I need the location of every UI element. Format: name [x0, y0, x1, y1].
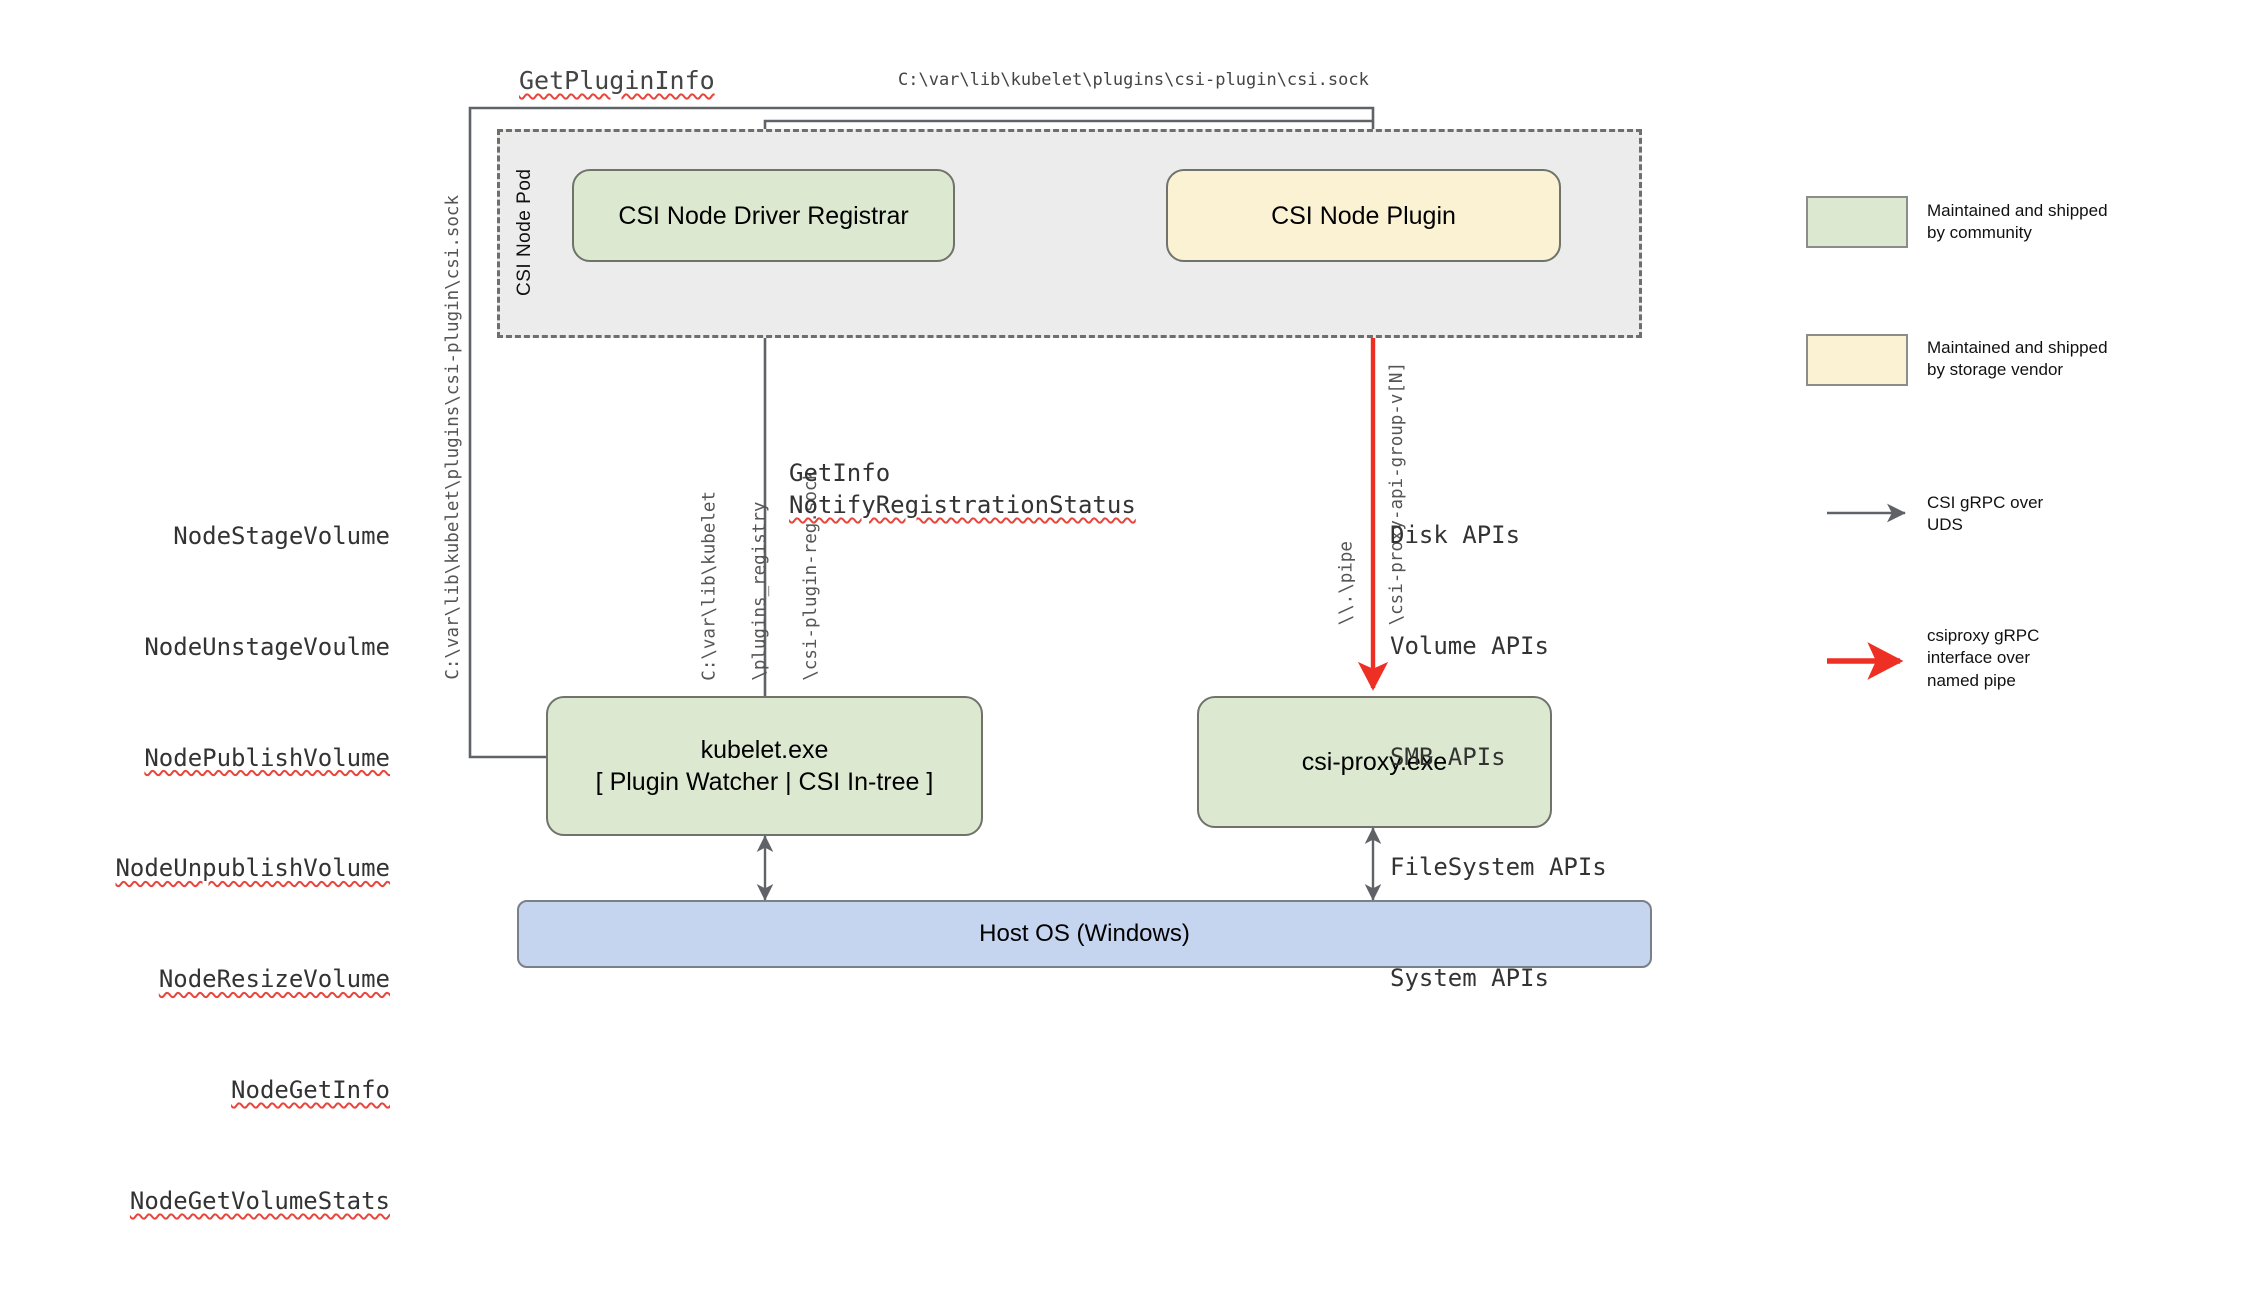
legend-label-csiproxy-named-pipe: csiproxy gRPC interface over named pipe	[1927, 625, 2187, 692]
legend-line-3: named pipe	[1927, 670, 2016, 690]
legend-line-1: Maintained and shipped	[1927, 338, 2108, 357]
node-csi-node-plugin[interactable]: CSI Node Plugin	[1166, 169, 1561, 262]
csi-node-pod-label: CSI Node Pod	[514, 168, 535, 296]
registry-sock-line-2: \plugins_registry	[750, 501, 771, 681]
rpc-label: NodeGetInfo	[231, 1076, 390, 1105]
diagram-canvas: CSI Node Pod CSI Node Driver Registrar C…	[115, 66, 2187, 1215]
kubelet-line-2: [ Plugin Watcher | CSI In-tree ]	[595, 768, 934, 796]
rpc-label: NodeUnstageVoulme	[144, 632, 390, 661]
api-item: FileSystem APIs	[1390, 853, 1607, 882]
edge-label-csi-sock-path-top: C:\var\lib\kubelet\plugins\csi-plugin\cs…	[898, 70, 1369, 90]
rpc-item: NodeUnstageVoulme	[60, 629, 390, 666]
node-csi-node-driver-registrar[interactable]: CSI Node Driver Registrar	[572, 169, 955, 262]
legend-label-csi-grpc-uds: CSI gRPC over UDS	[1927, 492, 2187, 537]
legend-line-2: interface over	[1927, 648, 2030, 668]
legend-line-2: by community	[1927, 223, 2032, 243]
api-item: Disk APIs	[1390, 520, 1521, 549]
node-csi-proxy-exe[interactable]: csi-proxy.exe	[1197, 696, 1552, 828]
node-host-os[interactable]: Host OS (Windows)	[517, 900, 1652, 968]
rpc-item: NodeGetVolumeStats	[60, 1183, 390, 1220]
rpc-label: NodeResizeVolume	[158, 965, 390, 994]
api-item: Volume APIs	[1390, 631, 1549, 660]
node-label: csi-proxy.exe	[1301, 748, 1448, 776]
api-item: SMB APIs	[1390, 742, 1506, 771]
legend-label-storage-vendor: Maintained and shipped by storage vendor	[1927, 337, 2187, 382]
edge-label-get-plugin-info: GetPluginInfo	[519, 66, 715, 95]
rpc-item: NodeGetInfo	[60, 1072, 390, 1109]
legend-label-community: Maintained and shipped by community	[1927, 200, 2187, 245]
api-item: System APIs	[1390, 964, 1549, 993]
node-label: CSI Node Plugin	[1271, 201, 1456, 230]
edge-label-notify-registration-status: NotifyRegistrationStatus	[789, 491, 1136, 519]
registry-sock-line-1: C:\var\lib\kubelet	[699, 491, 720, 681]
legend-line-2: by storage vendor	[1927, 360, 2064, 380]
node-label: Host OS (Windows)	[979, 919, 1190, 947]
rpc-item: NodeResizeVolume	[60, 961, 390, 998]
legend-line-1: CSI gRPC over	[1927, 493, 2044, 512]
csi-node-rpc-list: NodeStageVolume NodeUnstageVoulme NodePu…	[60, 444, 390, 1294]
legend-line-2: UDS	[1927, 515, 1963, 535]
rpc-label: NodeGetVolumeStats	[129, 1187, 390, 1216]
rpc-item: NodeStageVolume	[60, 518, 390, 555]
named-pipe-line-1: \\.\pipe	[1336, 541, 1357, 626]
rpc-item: NodePublishVolume	[60, 740, 390, 777]
edge-label-csi-sock-path-vertical: C:\var\lib\kubelet\plugins\csi-plugin\cs…	[443, 195, 463, 680]
rpc-label: NodeUnpublishVolume	[115, 854, 390, 883]
rpc-item: NodeUnpublishVolume	[60, 850, 390, 887]
csi-proxy-api-list: Disk APIs Volume APIs SMB APIs FileSyste…	[1390, 443, 1607, 1071]
rpc-label: NodePublishVolume	[144, 743, 390, 772]
node-label: CSI Node Driver Registrar	[618, 201, 909, 230]
node-kubelet-exe[interactable]: kubelet.exe [ Plugin Watcher | CSI In-tr…	[546, 696, 983, 836]
kubelet-line-1: kubelet.exe	[700, 736, 829, 764]
rpc-label: NodeStageVolume	[173, 521, 390, 550]
legend-line-1: Maintained and shipped	[1927, 201, 2108, 220]
edge-label-get-info: GetInfo	[789, 459, 891, 487]
legend-swatch-storage-vendor	[1806, 334, 1908, 386]
legend-swatch-community	[1806, 196, 1908, 248]
legend-line-1: csiproxy gRPC	[1927, 626, 2040, 645]
